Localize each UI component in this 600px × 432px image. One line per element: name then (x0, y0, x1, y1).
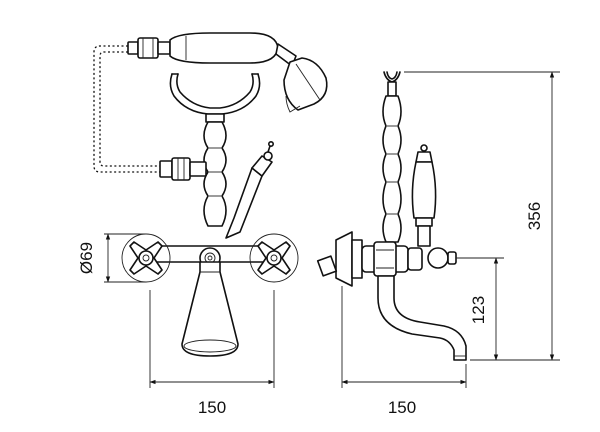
side-width-label: 150 (388, 398, 416, 417)
shower-hose (93, 45, 160, 173)
diverter-lever (225, 141, 274, 239)
total-height-dimension: 356 (404, 71, 560, 361)
bath-spout-front (181, 261, 239, 357)
side-riser (382, 95, 402, 243)
right-cross-handle (249, 233, 299, 283)
spout-height-dimension: 123 (456, 257, 504, 361)
diameter-dimension: Ø69 (77, 233, 146, 283)
side-cradle (383, 71, 401, 97)
total-height-label: 356 (525, 202, 544, 230)
shower-cradle (169, 73, 261, 115)
side-diverter (411, 144, 437, 247)
side-view: 150 356 123 (316, 71, 560, 417)
front-width-label: 150 (198, 398, 226, 417)
side-wall-flange (316, 231, 363, 287)
hose-upper-fitting (127, 37, 171, 59)
front-width-dimension: 150 (149, 290, 275, 417)
front-view: 150 Ø69 (77, 32, 328, 417)
riser-column (203, 113, 227, 227)
side-width-dimension: 150 (341, 286, 467, 417)
spout-height-label: 123 (469, 296, 488, 324)
hand-shower (169, 32, 328, 113)
hose-lower-fitting (159, 157, 207, 181)
side-body (361, 241, 457, 277)
left-cross-handle (121, 233, 171, 283)
bath-spout-side (377, 275, 467, 361)
diameter-label: Ø69 (77, 242, 96, 274)
